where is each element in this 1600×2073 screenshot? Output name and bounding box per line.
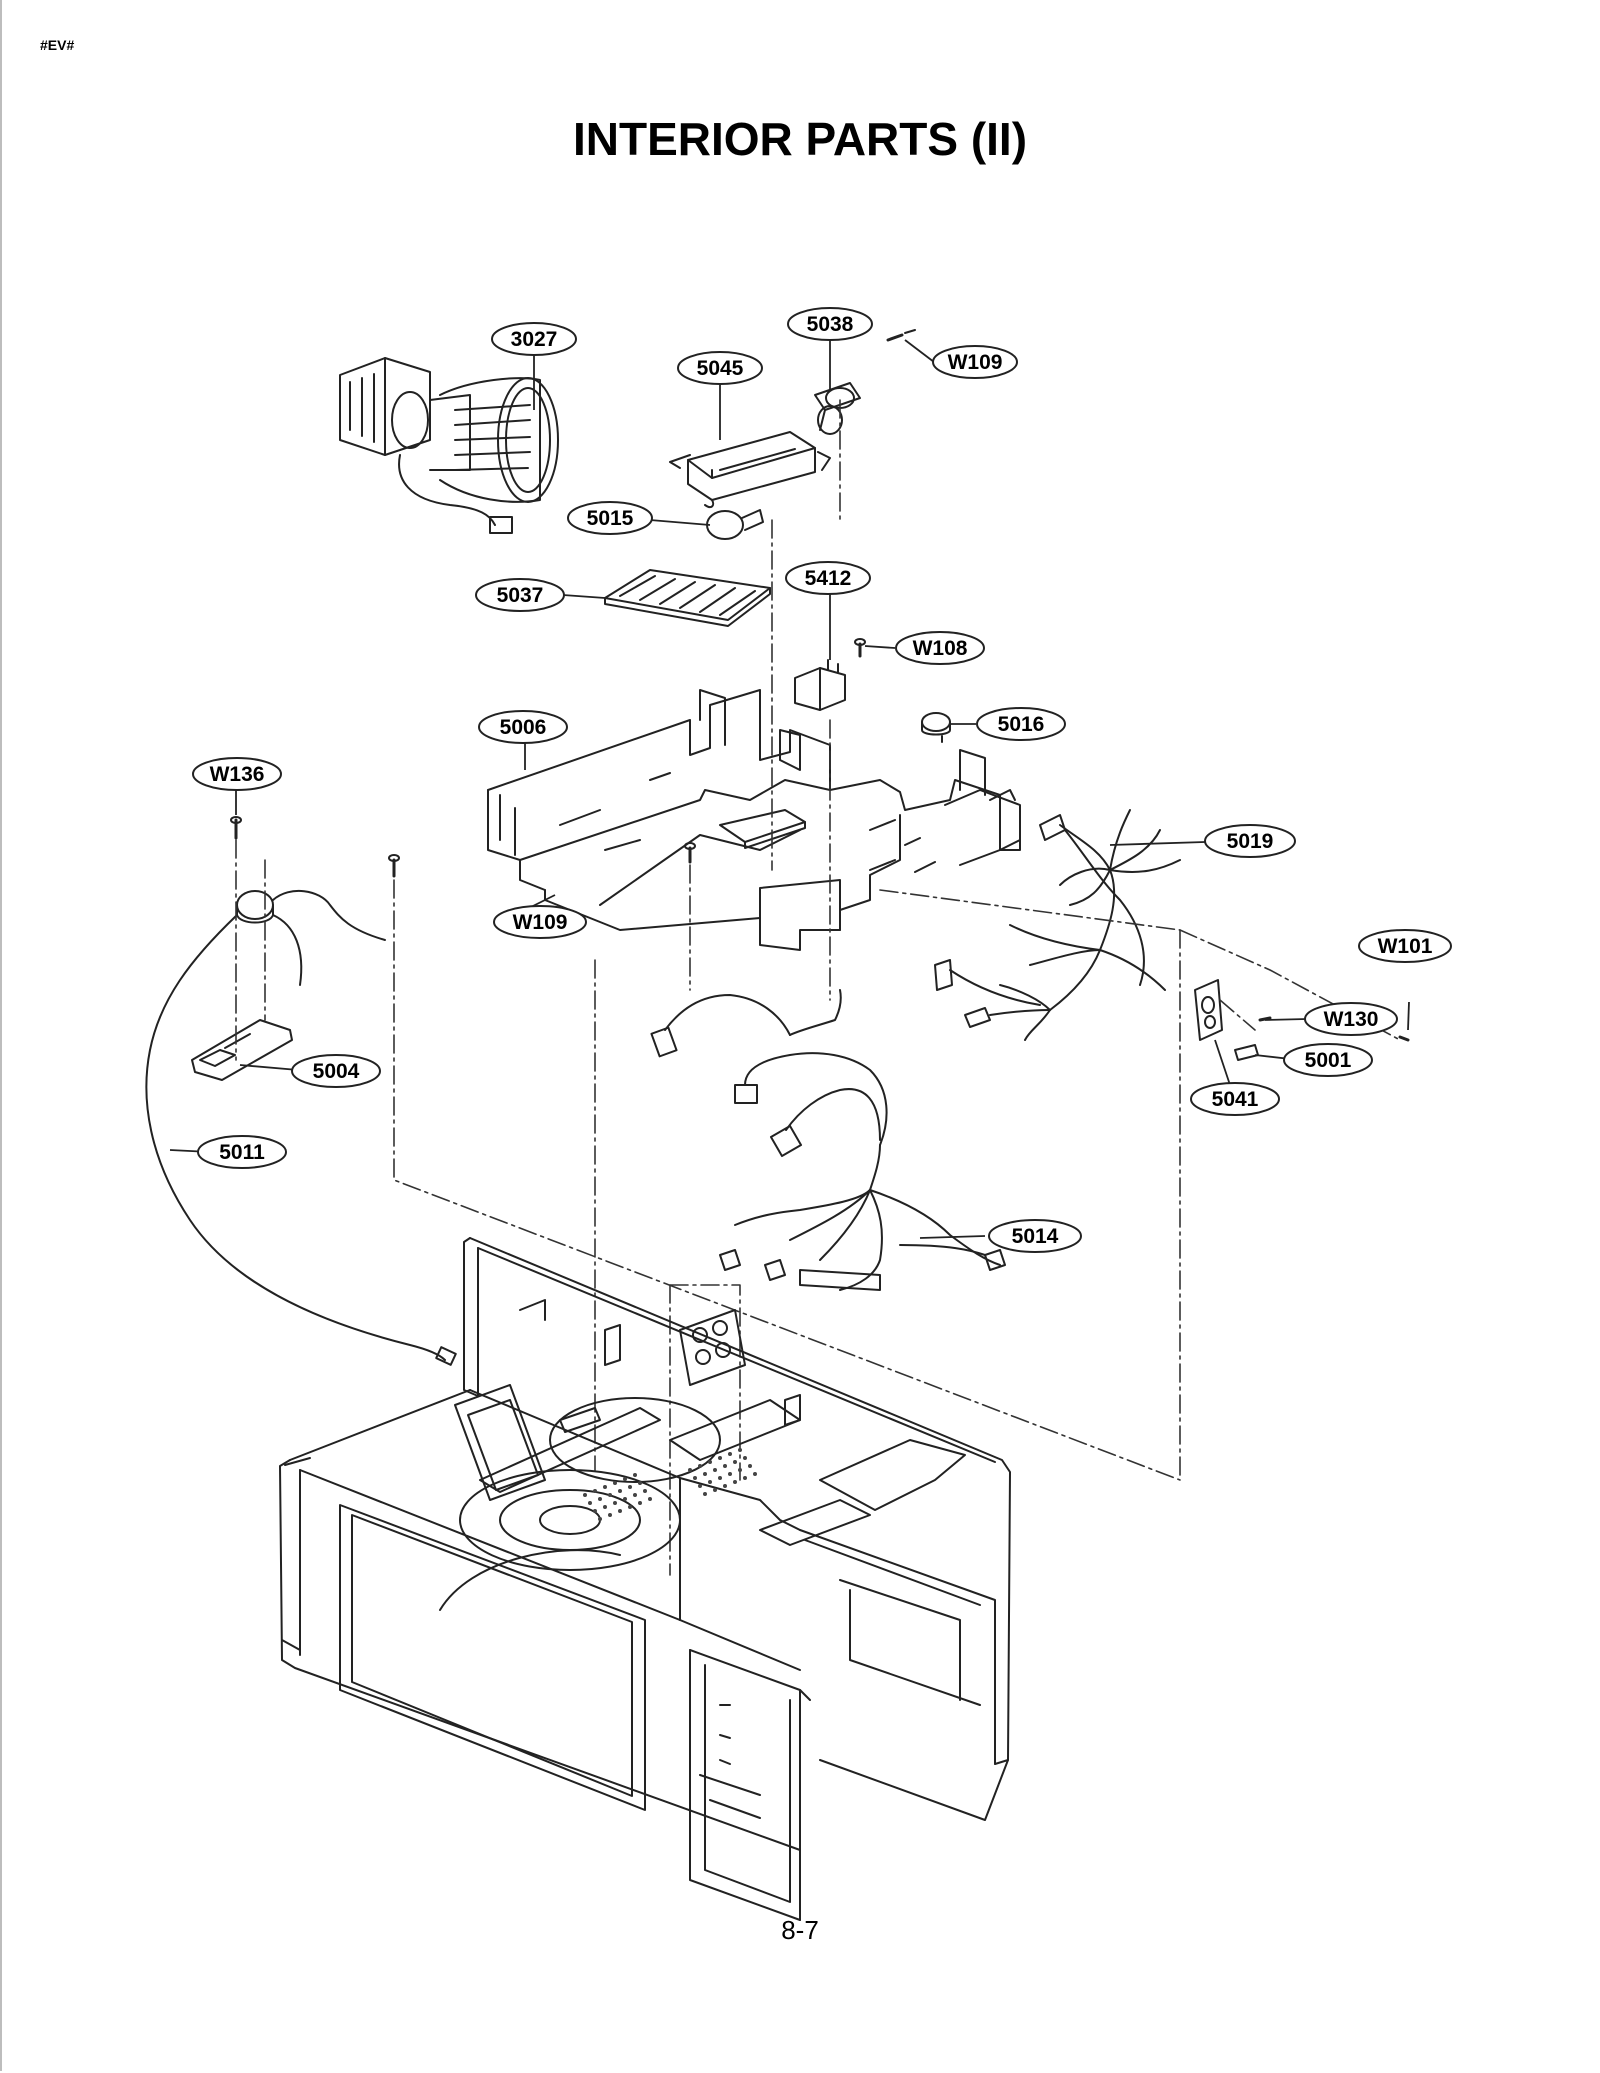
callout-5041: 5041: [1190, 1082, 1280, 1116]
callout-5038: 5038: [787, 307, 873, 341]
fan-motor-assembly: [339, 357, 559, 534]
callout-5041-label: 5041: [1212, 1088, 1259, 1111]
callout-w109-mid-label: W109: [513, 911, 568, 934]
filter-part: [604, 569, 771, 627]
callout-5412: 5412: [785, 561, 871, 595]
wire-harness-5014: [650, 989, 1006, 1291]
callout-3027: 3027: [491, 322, 577, 356]
callout-w130-label: W130: [1324, 1008, 1379, 1031]
callout-5037-label: 5037: [497, 584, 544, 607]
wire-harness-5019: [934, 809, 1181, 1041]
callout-5016-label: 5016: [998, 713, 1045, 736]
callout-5045-label: 5045: [697, 357, 744, 380]
callout-w109-mid: W109: [493, 905, 587, 939]
callout-5011: 5011: [197, 1135, 287, 1169]
callout-w136-label: W136: [210, 763, 265, 786]
callout-5004: 5004: [291, 1054, 381, 1088]
callout-5019-label: 5019: [1227, 830, 1274, 853]
callout-5006-label: 5006: [500, 716, 547, 739]
oven-cavity: [279, 1237, 1011, 1921]
document-code: #EV#: [40, 37, 75, 53]
callout-5412-label: 5412: [805, 567, 852, 590]
callout-5001: 5001: [1283, 1043, 1373, 1077]
sensor-assembly: [145, 889, 457, 1366]
callout-ovals: 3027 5038 W109 5045 5015 5037 5412 W108 …: [192, 307, 1452, 1253]
callout-w130: W130: [1304, 1002, 1398, 1036]
callout-5014: 5014: [988, 1219, 1082, 1253]
callout-3027-label: 3027: [511, 328, 558, 351]
callout-5015: 5015: [567, 501, 653, 535]
callout-5045: 5045: [677, 351, 763, 385]
callout-leaders: [169, 339, 1410, 1239]
callout-5006: 5006: [478, 710, 568, 744]
callout-5004-label: 5004: [313, 1060, 360, 1083]
callout-5001-label: 5001: [1305, 1049, 1352, 1072]
callout-5037: 5037: [475, 578, 565, 612]
callout-w136: W136: [192, 757, 282, 791]
callout-w108: W108: [895, 631, 985, 665]
screws: [230, 638, 1410, 1042]
switch-part: [794, 659, 846, 711]
callout-w101-label: W101: [1378, 935, 1433, 958]
callout-w101: W101: [1358, 929, 1452, 963]
vent-perforations: [583, 1448, 757, 1521]
thermostat-part: [921, 712, 951, 743]
callout-5038-label: 5038: [807, 313, 854, 336]
air-guide-bracket: [487, 689, 1021, 951]
callout-5019: 5019: [1204, 824, 1296, 858]
callout-5015-label: 5015: [587, 507, 634, 530]
callout-w109-top-label: W109: [948, 351, 1003, 374]
callout-w109-top: W109: [932, 345, 1018, 379]
callout-5011-label: 5011: [219, 1141, 265, 1164]
callout-w108-label: W108: [913, 637, 968, 660]
callout-5014-label: 5014: [1012, 1225, 1059, 1248]
mount-plate-5041: [1194, 979, 1259, 1061]
callout-5016: 5016: [976, 707, 1066, 741]
page-number: 8-7: [781, 1915, 819, 1945]
leader-lines: [235, 399, 1401, 1576]
page-title: INTERIOR PARTS (II): [572, 113, 1028, 165]
